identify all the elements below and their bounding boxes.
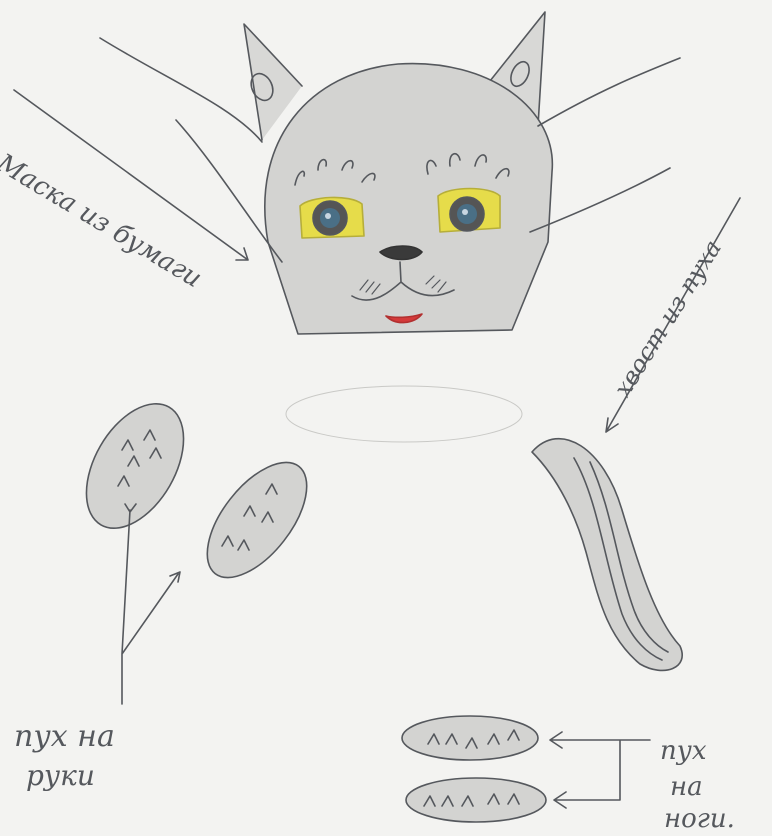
mask-head xyxy=(265,64,553,334)
arm-fluff-label-line2: руки xyxy=(26,762,95,790)
leg-fluff-label-line1: пух xyxy=(660,738,707,764)
arm-fluff-2 xyxy=(188,445,325,594)
right-pupil-shine xyxy=(462,209,468,215)
leg-fluff-label-line3: ноги. xyxy=(664,806,735,832)
left-pupil-shine xyxy=(325,213,331,219)
arm-fluff-1 xyxy=(66,387,203,545)
arms-arrow xyxy=(122,504,180,704)
leg-fluff-1 xyxy=(402,716,538,760)
legs-arrow xyxy=(550,732,650,808)
tail xyxy=(532,439,682,671)
right-strap xyxy=(538,58,680,126)
arm-fluff-label-line1: пух на xyxy=(14,722,115,752)
leg-fluff-2 xyxy=(406,778,546,822)
leg-fluff-label-line2: на xyxy=(670,774,703,800)
neck-outline xyxy=(286,386,522,442)
